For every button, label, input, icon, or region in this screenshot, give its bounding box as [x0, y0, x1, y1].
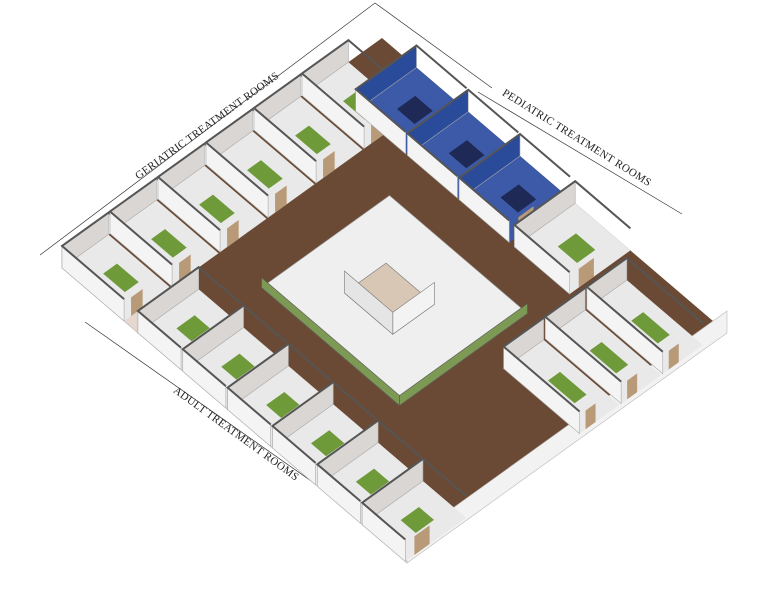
rooms	[60, 38, 704, 563]
station-core-wall	[344, 270, 394, 335]
bed-icon	[151, 229, 187, 258]
wall-top	[270, 380, 378, 464]
door	[323, 151, 335, 179]
bed-icon	[310, 430, 345, 457]
exam-room	[543, 286, 662, 405]
bed-icon	[176, 315, 210, 342]
adult-room	[315, 419, 422, 524]
geriatric-room	[204, 107, 316, 219]
geriatric-room	[108, 176, 220, 288]
bed-icon	[557, 233, 596, 264]
bed-icon	[400, 506, 435, 534]
door	[578, 257, 594, 288]
door	[275, 185, 287, 213]
adult-room	[360, 457, 467, 563]
geriatric-room	[252, 73, 364, 184]
bed-icon	[631, 312, 670, 344]
bed-icon	[548, 371, 587, 404]
wall-top	[585, 256, 704, 353]
wall-top	[405, 88, 519, 177]
wall-top	[457, 132, 571, 222]
bed-icon	[448, 140, 485, 169]
door	[627, 373, 638, 400]
geriatric-guide-line	[39, 2, 493, 256]
adult-room	[136, 265, 243, 371]
pediatric-room	[457, 132, 571, 244]
bed-icon	[295, 125, 331, 155]
wall-top	[225, 342, 333, 426]
bed-icon	[103, 263, 139, 293]
wall-top	[360, 457, 467, 541]
adult-room	[270, 380, 378, 486]
wall-top	[315, 419, 422, 502]
bed-icon	[355, 468, 390, 495]
bed-icon	[266, 391, 300, 418]
door	[585, 403, 596, 430]
wall-top	[354, 44, 468, 133]
bed-icon	[396, 95, 433, 124]
treatment-room	[512, 179, 632, 295]
bed-icon	[199, 194, 235, 224]
pediatric-guide-line	[477, 91, 683, 215]
bed-icon	[221, 353, 255, 380]
nurse-station	[261, 195, 528, 407]
geriatric-room	[156, 142, 268, 253]
door	[668, 343, 679, 370]
door	[414, 525, 430, 555]
wall-top	[181, 304, 288, 387]
bed-icon	[247, 160, 283, 189]
geriatric-room	[60, 211, 172, 322]
wall-top	[136, 265, 243, 349]
door	[227, 220, 239, 248]
pediatric-room	[354, 44, 468, 155]
bed-icon	[500, 184, 537, 213]
bed-icon	[589, 342, 629, 374]
adult-room	[225, 342, 333, 448]
wall-top	[512, 179, 632, 273]
wall-top	[300, 38, 412, 128]
station-counter-side	[261, 276, 400, 407]
pediatric-room	[405, 88, 519, 199]
exam-room	[585, 256, 704, 375]
